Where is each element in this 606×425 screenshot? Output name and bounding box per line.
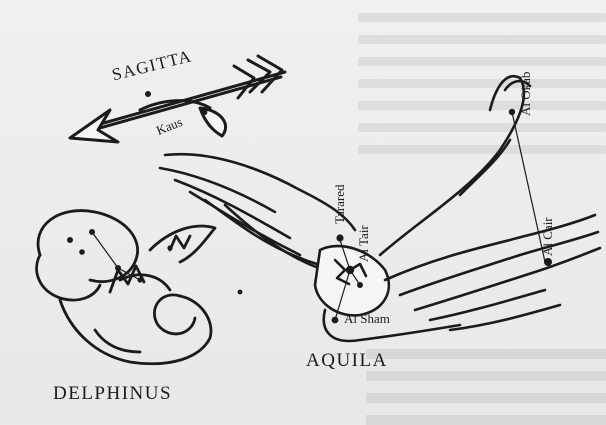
label-al-sham: Al Sham xyxy=(344,311,390,327)
star-kaus xyxy=(201,109,208,116)
label-al-okab: Al Okab xyxy=(518,72,534,116)
aquila-eagle xyxy=(160,76,600,341)
star-al-tair xyxy=(346,266,354,274)
star-tarared xyxy=(336,234,343,241)
label-al-cair: Al Cair xyxy=(540,217,556,256)
star-al-cair xyxy=(544,258,552,266)
label-delphinus: DELPHINUS xyxy=(53,383,172,405)
star-al-sham xyxy=(332,317,339,324)
label-tarared: Tarared xyxy=(332,184,348,224)
star-al-okab xyxy=(509,109,515,115)
label-aquila: AQUILA xyxy=(306,350,388,372)
stars xyxy=(67,91,552,323)
delphinus-dolphin xyxy=(37,211,215,364)
label-al-tair: Al Tair xyxy=(356,225,372,262)
